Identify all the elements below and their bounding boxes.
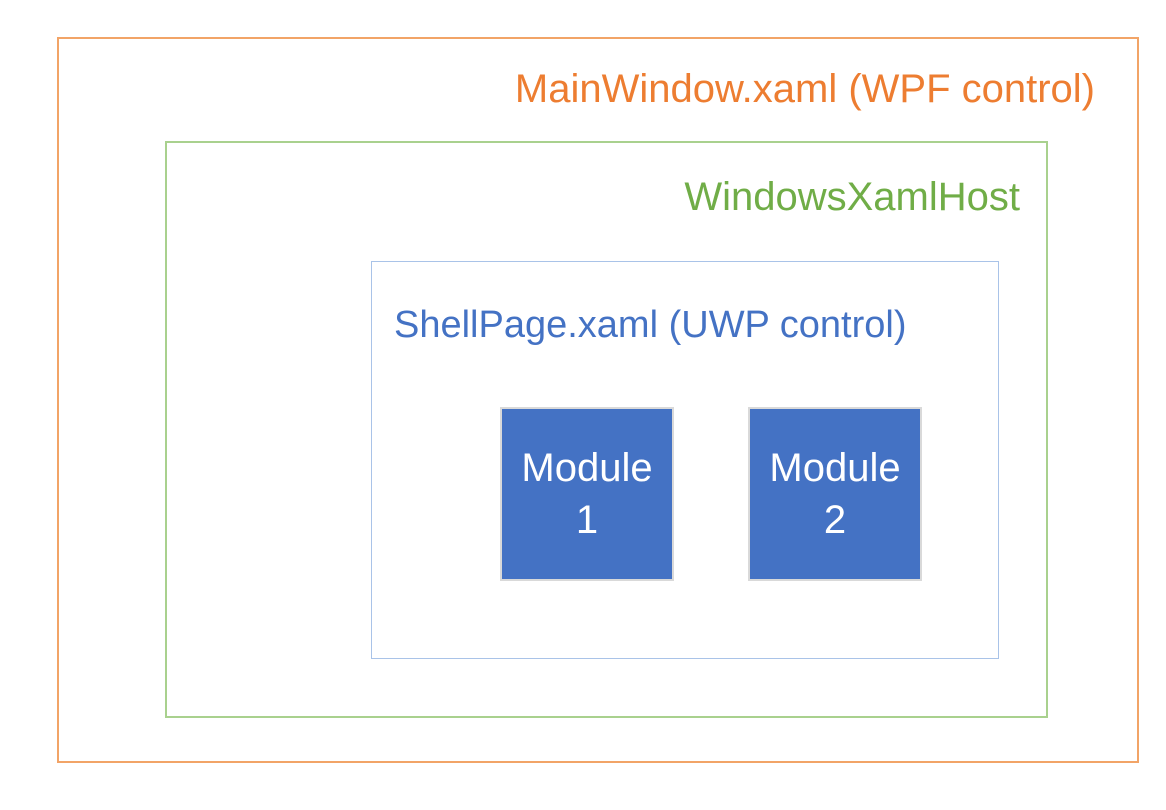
module-2-box: Module 2 <box>748 407 922 581</box>
module-1-label: Module 1 <box>521 446 653 542</box>
module-2-label: Module 2 <box>769 446 901 542</box>
mainwindow-label: MainWindow.xaml (WPF control) <box>514 67 1095 111</box>
shellpage-box: ShellPage.xaml (UWP control) Module 1 Mo… <box>371 261 999 659</box>
shellpage-label: ShellPage.xaml (UWP control) <box>394 304 907 346</box>
windowsxamlhost-box: WindowsXamlHost ShellPage.xaml (UWP cont… <box>165 141 1048 718</box>
windowsxamlhost-label: WindowsXamlHost <box>684 175 1020 219</box>
mainwindow-box: MainWindow.xaml (WPF control) WindowsXam… <box>57 37 1139 763</box>
module-1-box: Module 1 <box>500 407 674 581</box>
